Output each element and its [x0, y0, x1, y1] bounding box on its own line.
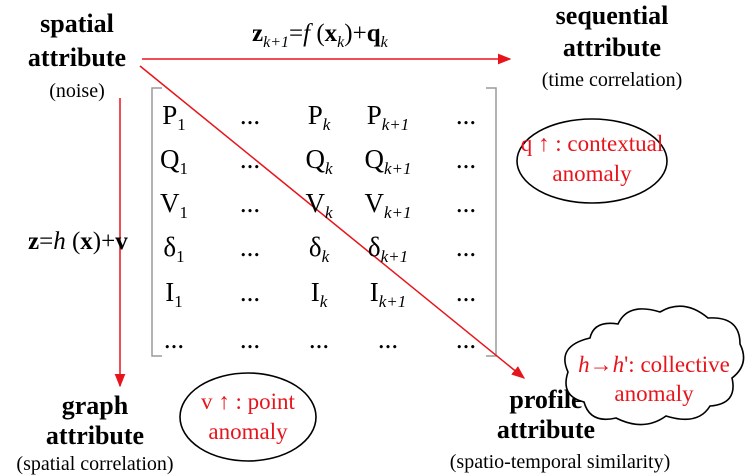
collective-anomaly: h→h': collective anomaly: [564, 305, 745, 426]
matrix-cell: ...: [456, 144, 476, 174]
matrix-cell: Ik: [311, 277, 328, 311]
profile-label-2: attribute: [497, 415, 595, 444]
matrix-cell: Vk+1: [364, 188, 411, 222]
matrix-cell: Pk: [308, 100, 331, 134]
sequential-note: (time correlation): [542, 69, 683, 91]
matrix-cell: Q1: [160, 144, 188, 178]
matrix-cell: ...: [240, 188, 260, 218]
sequential-label-1: sequential: [556, 1, 669, 30]
matrix-cell: ...: [456, 277, 476, 307]
matrix-left-bracket: [151, 87, 162, 357]
spatial-note: (noise): [49, 80, 105, 102]
contextual-anomaly-line2: anomaly: [552, 161, 632, 186]
contextual-anomaly-line1: q ↑ : contextual: [521, 131, 663, 156]
spatial-label-2: attribute: [28, 43, 126, 72]
point-anomaly-ellipse: [179, 372, 317, 462]
matrix-cell: I1: [165, 277, 183, 311]
state-equation: zk+1=f (xk)+qk: [252, 20, 389, 51]
matrix-cell: ...: [378, 324, 398, 354]
matrix-cell: ...: [240, 324, 260, 354]
matrix-cell: ...: [456, 188, 476, 218]
contextual-anomaly-ellipse: [516, 118, 668, 204]
matrix-cell: ...: [309, 324, 329, 354]
matrix-cell: ...: [456, 100, 476, 130]
collective-anomaly-cloud: [564, 305, 745, 426]
spatial-label-1: spatial: [40, 9, 114, 38]
matrix-cell: ...: [240, 144, 260, 174]
matrix-cell: δ1: [163, 232, 184, 266]
contextual-anomaly: q ↑ : contextual anomaly: [516, 118, 668, 204]
arrow-to-profile: [139, 65, 526, 379]
measurement-equation: z=h (x)+v: [28, 228, 128, 255]
matrix-cell: δk: [309, 232, 330, 266]
matrix-cell: ...: [456, 324, 476, 354]
point-anomaly-line1: v ↑ : point: [201, 389, 296, 414]
graph-label-1: graph: [62, 391, 129, 420]
matrix-cell: ...: [240, 100, 260, 130]
matrix-cell: ...: [240, 232, 260, 262]
profile-note: (spatio-temporal similarity): [450, 451, 671, 473]
matrix-cell: V1: [160, 188, 188, 222]
graph-label-2: attribute: [46, 421, 144, 450]
matrix-right-bracket: [486, 87, 497, 357]
matrix-cell: Vk: [305, 188, 333, 222]
graph-attribute-node: graph attribute (spatial correlation): [16, 391, 173, 475]
matrix-cell: δk+1: [368, 232, 408, 266]
matrix-cell: ...: [240, 277, 260, 307]
graph-note: (spatial correlation): [16, 453, 173, 475]
matrix-cell: Pk+1: [367, 100, 410, 134]
collective-anomaly-line1: h→h': collective: [578, 352, 730, 377]
matrix-cell: Ik+1: [370, 277, 407, 311]
matrix-cell: P1: [162, 100, 186, 134]
matrix-cell: ...: [456, 232, 476, 262]
matrix-cell: ...: [164, 324, 184, 354]
matrix-cell: Qk+1: [364, 144, 411, 178]
point-anomaly-line2: anomaly: [208, 419, 288, 444]
sequential-attribute-node: sequential attribute (time correlation): [542, 1, 683, 91]
matrix: P1... Pk Pk+1... Q1... Qk Qk+1... V1... Vk Vk+1.…: [160, 100, 476, 354]
collective-anomaly-line2: anomaly: [614, 381, 694, 406]
spatial-attribute-node: spatial attribute (noise): [28, 9, 126, 102]
sequential-label-2: attribute: [563, 33, 661, 62]
point-anomaly: v ↑ : point anomaly: [179, 372, 317, 462]
matrix-cell: Qk: [305, 144, 333, 178]
